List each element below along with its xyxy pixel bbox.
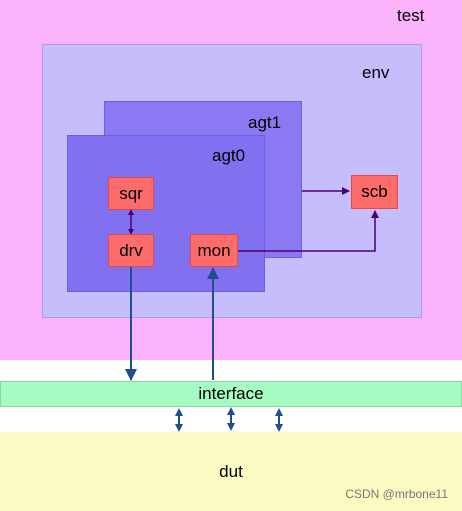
test-label: test: [397, 6, 425, 25]
sqr-component: sqr: [108, 177, 154, 210]
env-label: env: [362, 63, 390, 82]
interface-block: interface: [0, 381, 462, 407]
agt1-label: agt1: [248, 113, 282, 132]
mon-scb-arrow: [238, 210, 379, 252]
mon-component: mon: [190, 234, 238, 267]
dut-block: dut: [0, 432, 462, 511]
scb-component: scb: [351, 175, 398, 209]
agt0-label: agt0: [212, 146, 246, 165]
watermark: CSDN @mrbone11: [345, 487, 448, 501]
drv-component: drv: [108, 234, 154, 267]
